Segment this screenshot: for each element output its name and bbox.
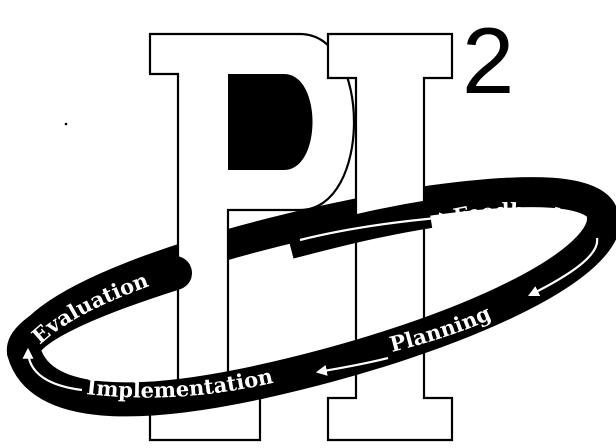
stray-dot: [64, 122, 68, 126]
arrow-to-feedback: [299, 212, 451, 242]
label-feedback: Feedback: [451, 198, 570, 231]
arrow-to-implementation: [315, 356, 389, 376]
ring-front-left: [7, 256, 192, 369]
cycle-arrows: [22, 212, 599, 392]
ring-front: [7, 201, 616, 417]
arrow-to-planning: [528, 237, 599, 296]
superscript-two: 2: [462, 8, 514, 113]
arrow-to-evaluation: [22, 347, 83, 392]
